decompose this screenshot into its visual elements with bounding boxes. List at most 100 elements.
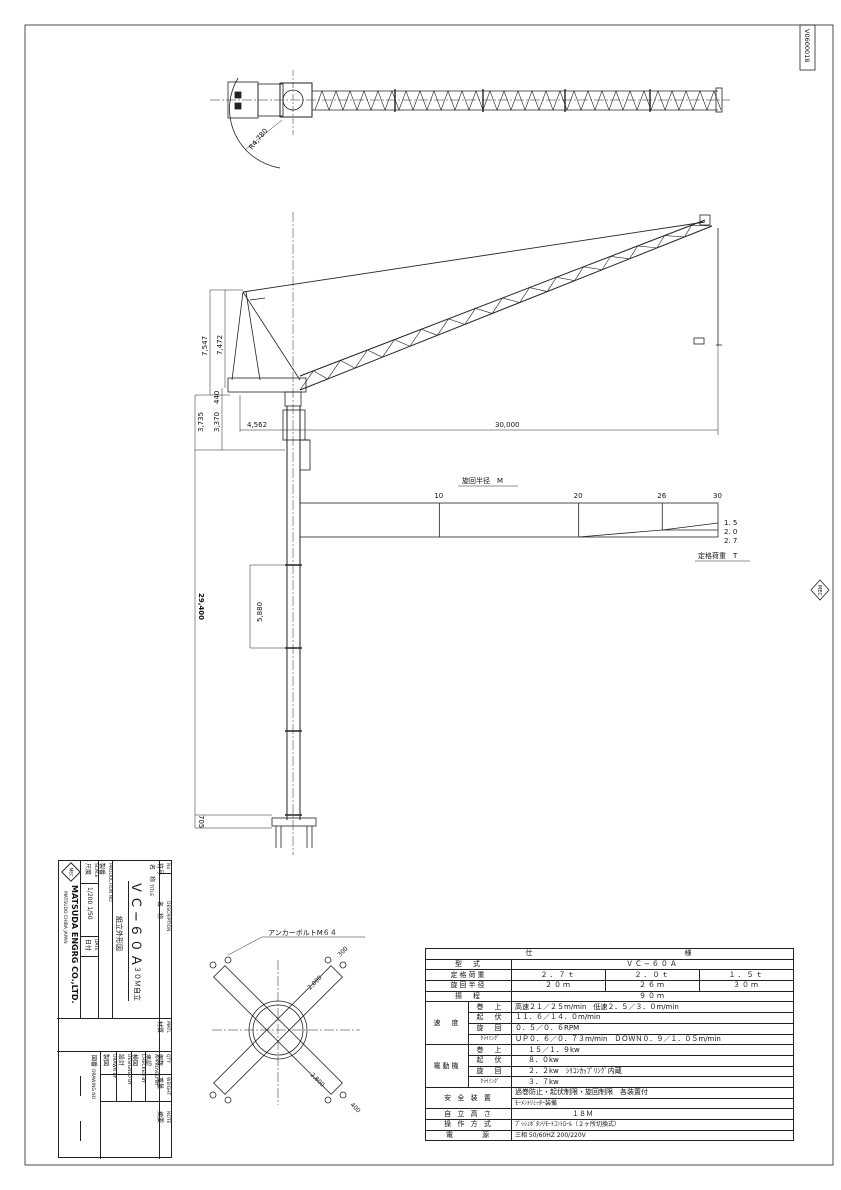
spec-model-value: ＶＣ−６０Ａ bbox=[511, 958, 794, 971]
load-chart-x-tick: 26 bbox=[657, 492, 666, 500]
dim-slew-total: 3,735 bbox=[197, 412, 205, 432]
spec-power-value: 三相 50/60HZ 200/220V bbox=[511, 1129, 794, 1142]
spec-motor-value: ８．０kw bbox=[511, 1054, 794, 1067]
load-chart-y-label: 2. 7 bbox=[724, 537, 737, 545]
spec-freestanding-value: １８Ｍ bbox=[511, 1108, 794, 1120]
tb-title-sub: ３０Ｍ自立 bbox=[133, 966, 141, 1001]
spec-motor-sub: ｸﾗｲﾐﾝｸﾞ bbox=[468, 1076, 512, 1088]
spec-motor-sub: 起 伏 bbox=[468, 1054, 512, 1067]
dim-base: 705 bbox=[197, 815, 205, 828]
spec-power-label: 電 源 bbox=[425, 1129, 512, 1142]
side-logo: MEC bbox=[810, 579, 830, 601]
load-chart-x-tick: 20 bbox=[574, 492, 583, 500]
elevation-view: 7,547 7,472 3,735 3,370 440 4,562 30,000… bbox=[194, 212, 722, 855]
dim-counter-radius: 4,562 bbox=[247, 421, 267, 429]
spec-motor-value: １５／１．９kw bbox=[511, 1044, 794, 1056]
spec-radius-value: ３０ｍ bbox=[699, 980, 794, 992]
spec-speed-label: 速 度 bbox=[425, 1001, 469, 1046]
spec-operation-value: ﾌﾟｯｼｭﾎﾞﾀﾝﾘﾓｰﾄｺﾝﾄﾛｰﾙ（２ヶ所切換式） bbox=[511, 1119, 794, 1131]
load-chart-y-label: 1. 5 bbox=[724, 519, 737, 527]
spec-radius-label: 旋回半径 bbox=[425, 980, 512, 992]
spec-radius-value: ２６ｍ bbox=[605, 980, 700, 992]
tb-drawing-no: 図番 DRAWING NO bbox=[90, 1055, 97, 1100]
spec-header: 仕様 bbox=[425, 948, 794, 960]
drawing-number: V0600018 bbox=[803, 29, 811, 62]
load-chart-x-tick: 10 bbox=[434, 492, 443, 500]
jib-bottom-chord bbox=[299, 225, 713, 391]
spec-speed-sub: 旋 回 bbox=[468, 1022, 512, 1035]
elevation-jib-lattice bbox=[299, 219, 713, 391]
dim-slew: 3,370 bbox=[213, 412, 221, 432]
company-logo: MEC bbox=[61, 862, 81, 882]
spec-motor-label: 電動機 bbox=[425, 1044, 469, 1088]
spec-operation-label: 操 作 方 式 bbox=[425, 1119, 512, 1131]
dim-jib-radius: 30,000 bbox=[495, 421, 520, 429]
dim-a-frame: 7,472 bbox=[216, 335, 224, 355]
load-chart-x-tick: 30 bbox=[713, 492, 722, 500]
tb-company-address: MATSUDO CHIBA JAPAN bbox=[62, 891, 67, 944]
dim-slew-gap: 440 bbox=[213, 391, 221, 404]
dim-a-frame-total: 7,547 bbox=[201, 336, 209, 356]
spec-load-value: １．５ｔ bbox=[699, 969, 794, 982]
tb-company: MATSUDA ENGRG CO.,LTD. bbox=[70, 885, 79, 1004]
spec-speed-value: ＵＰ０．６／０．７３m/min ＤＯＷＮ０．９／１．０５m/min bbox=[511, 1033, 794, 1046]
spec-speed-sub: 起 伏 bbox=[468, 1012, 512, 1024]
spec-lift-value: ９０ｍ bbox=[511, 990, 794, 1003]
spec-motor-value: ２．２kw ｼﾘｺﾝｶｯﾌﾟﾘﾝｸﾞ内蔵 bbox=[511, 1065, 794, 1078]
spec-safety-value: ﾓｰﾒﾝﾄﾘﾐｯﾀｰ装備 bbox=[511, 1097, 794, 1110]
spec-safety-label: 安 全 装 置 bbox=[425, 1086, 512, 1110]
spec-model-label: 型 式 bbox=[425, 958, 512, 971]
spec-speed-value: １１．６／１４．０m/min bbox=[511, 1012, 794, 1024]
anchor-bolt-label: アンカーボルトM６４ bbox=[268, 929, 337, 937]
spec-speed-sub: ｸﾗｲﾐﾝｸﾞ bbox=[468, 1033, 512, 1046]
spec-motor-sub: 旋 回 bbox=[468, 1065, 512, 1078]
jib-lacing bbox=[314, 90, 722, 111]
anchor-dim-300: 300 bbox=[336, 945, 349, 958]
spec-lift-label: 揚 程 bbox=[425, 990, 512, 1003]
spec-load-value: ２．７ｔ bbox=[511, 969, 606, 982]
spec-motor-sub: 巻 上 bbox=[468, 1044, 512, 1056]
spec-speed-sub: 巻 上 bbox=[468, 1001, 512, 1014]
tb-drawing-name: 組立外形図 bbox=[115, 916, 123, 951]
spec-speed-value: ０．５／０．６RPM bbox=[511, 1022, 794, 1035]
jib-lacing bbox=[299, 224, 713, 391]
load-chart: 旋回半径 M 定格荷重 T 10 20 26 30 1. 52. 02. 7 bbox=[299, 476, 750, 562]
spec-load-value: ２．０ｔ bbox=[605, 969, 700, 982]
spec-safety-value: 過巻防止・起伏制限・旋回制限 各装置付 bbox=[511, 1086, 794, 1099]
load-chart-y-label: 2. 0 bbox=[724, 528, 737, 536]
anchor-dim-400: 400 bbox=[349, 1101, 362, 1114]
dimension-lines bbox=[194, 289, 719, 829]
tb-title-label: 名 称 TITLE bbox=[148, 864, 155, 897]
anchor-dim-2000: 2,000 bbox=[306, 974, 323, 991]
dim-mast-height: 29,400 bbox=[197, 593, 205, 620]
dim-mast-section: 5,880 bbox=[256, 602, 264, 622]
anchor-plan: アンカーボルトM６４ 300 2,000 2,800 400 bbox=[209, 929, 365, 1115]
spec-speed-value: 高速２１／２５m/min 低速２．５／３．０m/min bbox=[511, 1001, 794, 1014]
spec-load-label: 定格荷重 bbox=[425, 969, 512, 982]
load-chart-y-title: 定格荷重 T bbox=[698, 551, 738, 560]
plan-radius-label: R4,780 bbox=[247, 127, 269, 151]
tb-title: ＶＣ−６０Ａ bbox=[128, 881, 143, 969]
load-chart-x-title: 旋回半径 M bbox=[462, 476, 503, 485]
spec-radius-value: ２０ｍ bbox=[511, 980, 606, 992]
spec-freestanding-label: 自 立 高 さ bbox=[425, 1108, 512, 1120]
sheet-border bbox=[24, 24, 834, 1166]
spec-motor-value: ３．７kw bbox=[511, 1076, 794, 1088]
plan-jib-lattice bbox=[312, 89, 722, 112]
svg-text:MEC: MEC bbox=[816, 585, 822, 596]
plan-view: R4,780 bbox=[210, 70, 730, 169]
